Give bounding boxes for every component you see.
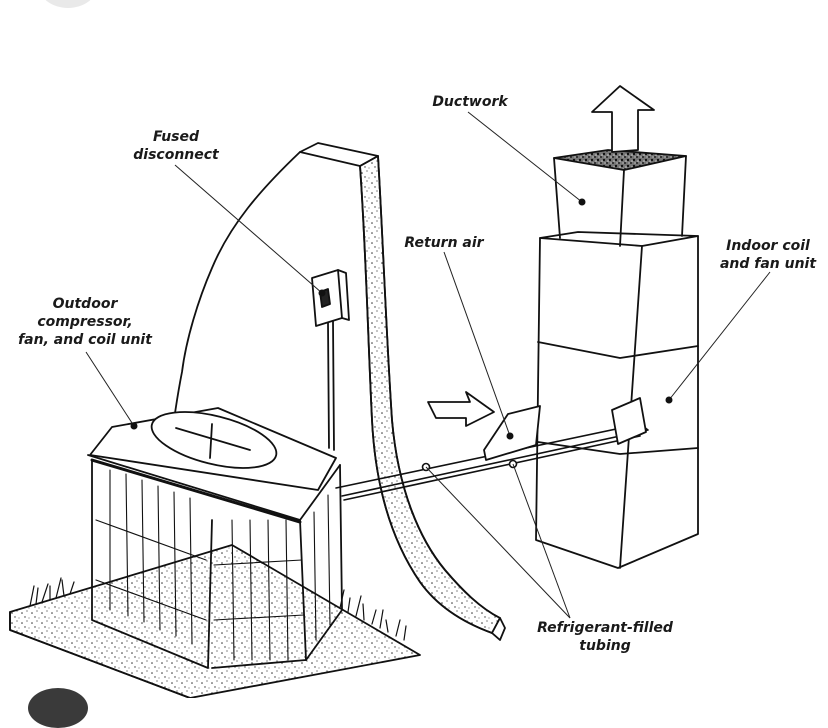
return-air-plenum (483, 405, 541, 461)
corner-shadow-bottom (28, 688, 88, 728)
up-arrow-icon (591, 85, 655, 153)
leader-indoor-unit (668, 271, 771, 401)
grass (29, 577, 407, 641)
fused-disconnect-box (311, 269, 350, 451)
leader-tubing-2 (512, 463, 571, 619)
leader-ductwork (467, 111, 583, 203)
leader-tubing-1 (425, 466, 571, 619)
ductwork (553, 149, 687, 247)
label-return-air: Return air (404, 235, 484, 251)
leader-fused-disconnect (174, 164, 323, 294)
corner-shadow-top (38, 0, 98, 8)
concrete-pad (9, 544, 421, 699)
diagram-drawing (9, 85, 771, 699)
leader-outdoor-unit (85, 351, 135, 427)
outdoor-unit (87, 407, 343, 669)
house-wall (173, 142, 506, 641)
leader-return-air (443, 251, 511, 437)
right-arrow-icon (427, 391, 495, 427)
indoor-unit (535, 231, 699, 569)
label-ductwork: Ductwork (432, 94, 508, 110)
